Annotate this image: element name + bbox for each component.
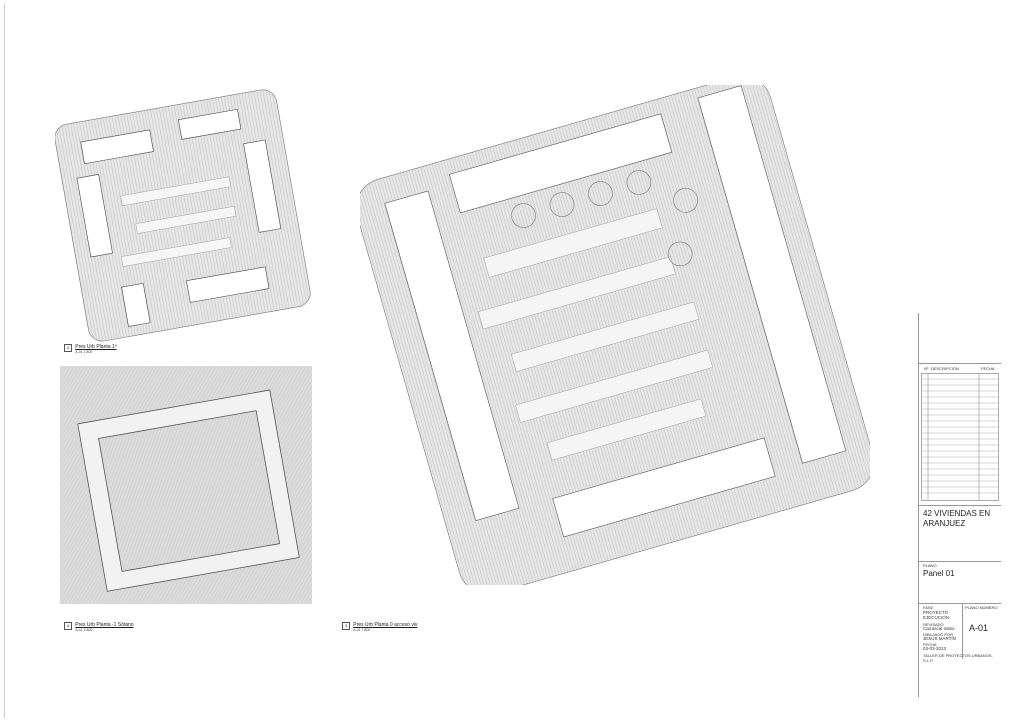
- drawn-label: DIBUJADO POR: [923, 632, 954, 637]
- drawing-title: Pres Urb Planta 1ª: [75, 344, 117, 350]
- drawing-sheet: A-01: [353, 628, 361, 632]
- rev-header-no: Nº: [924, 366, 929, 371]
- date: 03-03-2013: [923, 646, 947, 651]
- phase-label: FASE: [923, 605, 934, 610]
- rev-header-description: DESCRIPCIÓN: [931, 366, 959, 371]
- sheet-border: [4, 4, 1019, 718]
- rev-header-date: FECHA: [981, 366, 995, 371]
- drawing-sheet: A-01: [75, 628, 83, 632]
- revisions-table: [921, 373, 999, 501]
- phase: PROYECTO EJECUCIÓN: [923, 610, 950, 620]
- sheet-number: A-01: [969, 623, 989, 633]
- drawing-title: Pres Urb Planta -1 Sótano: [75, 622, 134, 628]
- drawing-scale: 1:800: [361, 628, 371, 632]
- drawing-scale: 1:800: [83, 350, 93, 354]
- sheet-name-label: PLANO: [923, 563, 937, 568]
- drawing-scale: 1:800: [83, 628, 93, 632]
- drawing-number: 3: [342, 622, 351, 630]
- plan-basement: [60, 366, 312, 604]
- drawing-number: 2: [64, 344, 73, 352]
- drawn-by: JESÚS MARTÍN: [923, 636, 956, 641]
- project-name: 42 VIVIENDAS EN ARANJUEZ: [923, 509, 991, 528]
- company-name: TALLER DE PROYECTOS URBANOS, S.L.P.: [923, 653, 993, 663]
- plan-ground-floor: [360, 85, 870, 585]
- checked-label: REVISADO: [923, 622, 944, 627]
- drawing-title: Pres Urb Planta 0 acceso viv: [353, 622, 418, 628]
- checked-by: Carrascal Isabo: [923, 626, 955, 631]
- sheet-name: Panel 01: [923, 569, 955, 578]
- date-label: FECHA: [923, 642, 937, 647]
- sheet-number-label: PLANO NÚMERO: [965, 605, 998, 610]
- plan-first-floor: [55, 89, 311, 342]
- drawing-sheet: A-01: [75, 350, 83, 354]
- drawing-number: 4: [64, 622, 73, 630]
- title-block: Nº DESCRIPCIÓN FECHA 42 VIVIENDAS EN ARA…: [918, 313, 1001, 697]
